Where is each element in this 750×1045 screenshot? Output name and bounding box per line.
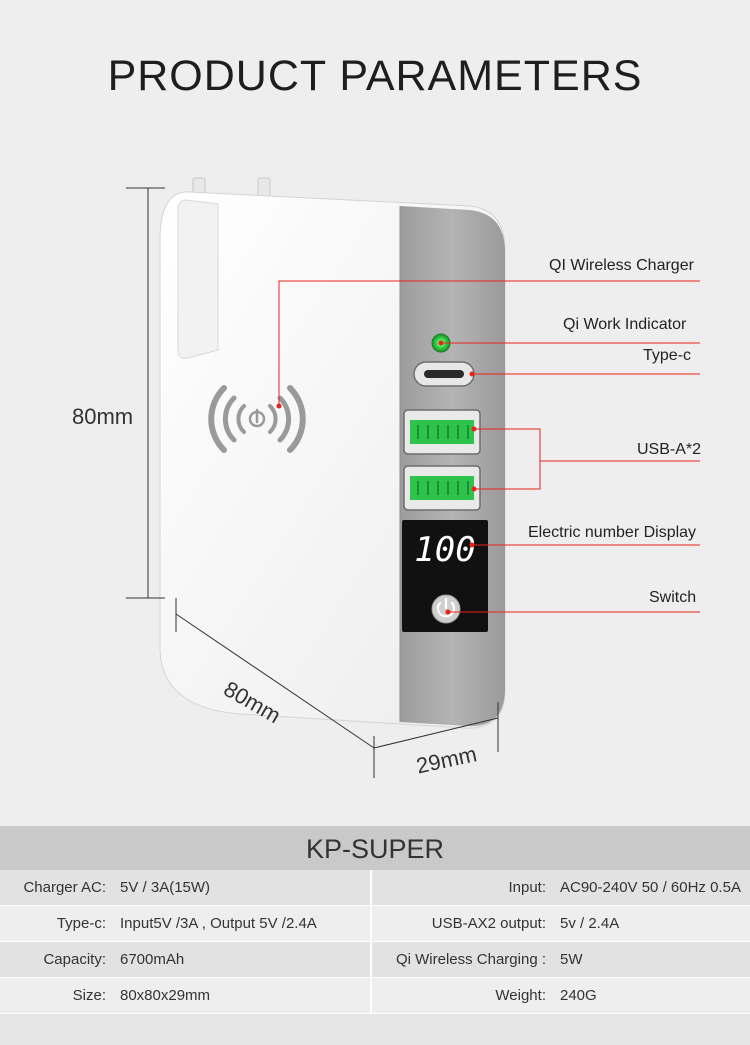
- spec-row: Charger AC: 5V / 3A(15W) Input: AC90-240…: [0, 870, 750, 906]
- spec-row: Type-c: Input5V /3A , Output 5V /2.4A US…: [0, 905, 750, 942]
- spec-value: 5W: [546, 941, 750, 978]
- device-illustration: 100: [126, 177, 700, 778]
- spec-value: 80x80x29mm: [106, 977, 372, 1015]
- footer-band: [0, 1014, 750, 1045]
- spec-table: Charger AC: 5V / 3A(15W) Input: AC90-240…: [0, 870, 750, 1015]
- spec-label: Charger AC:: [0, 870, 106, 906]
- plug-panel: [177, 199, 219, 359]
- spec-value: 6700mAh: [106, 941, 372, 978]
- callout-qi-wireless-charger: QI Wireless Charger: [549, 257, 694, 274]
- spec-label: Size:: [0, 977, 106, 1015]
- page-title: PRODUCT PARAMETERS: [107, 52, 643, 100]
- spec-value: 240G: [546, 977, 750, 1015]
- spec-value: Input5V /3A , Output 5V /2.4A: [106, 905, 372, 942]
- type-c-port: [413, 361, 475, 387]
- callout-switch: Switch: [649, 589, 697, 606]
- spec-label: Qi Wireless Charging :: [371, 941, 546, 978]
- spec-value: AC90-240V 50 / 60Hz 0.5A: [546, 870, 750, 906]
- spec-value: 5V / 3A(15W): [106, 870, 372, 906]
- callout-qi-work-indicator: Qi Work Indicator: [563, 316, 687, 333]
- spec-row: Capacity: 6700mAh Qi Wireless Charging :…: [0, 941, 750, 978]
- dimension-height-label: 80mm: [72, 404, 134, 429]
- callout-dots: [276, 340, 477, 615]
- spec-label: USB-AX2 output:: [371, 905, 546, 942]
- usb-a-port-1: [403, 409, 481, 455]
- callout-leaders: [278, 280, 700, 613]
- spec-label: Type-c:: [0, 905, 106, 942]
- dimension-lines: [126, 187, 499, 778]
- power-icon: [431, 594, 461, 624]
- display-panel: [402, 520, 488, 632]
- callout-type-c: Type-c: [643, 347, 692, 364]
- spec-label: Capacity:: [0, 941, 106, 978]
- display-readout: 100: [414, 530, 475, 570]
- spec-label: Weight:: [371, 977, 546, 1015]
- usb-a-port-2: [403, 465, 481, 511]
- callout-electric-display: Electric number Display: [528, 524, 697, 541]
- spec-label: Input:: [371, 870, 546, 906]
- spec-row: Size: 80x80x29mm Weight: 240G: [0, 977, 750, 1015]
- spec-value: 5v / 2.4A: [546, 905, 750, 942]
- wireless-charging-icon: [208, 385, 306, 453]
- model-name-header: KP-SUPER: [0, 826, 750, 870]
- callout-usb-a: USB-A*2: [637, 441, 702, 458]
